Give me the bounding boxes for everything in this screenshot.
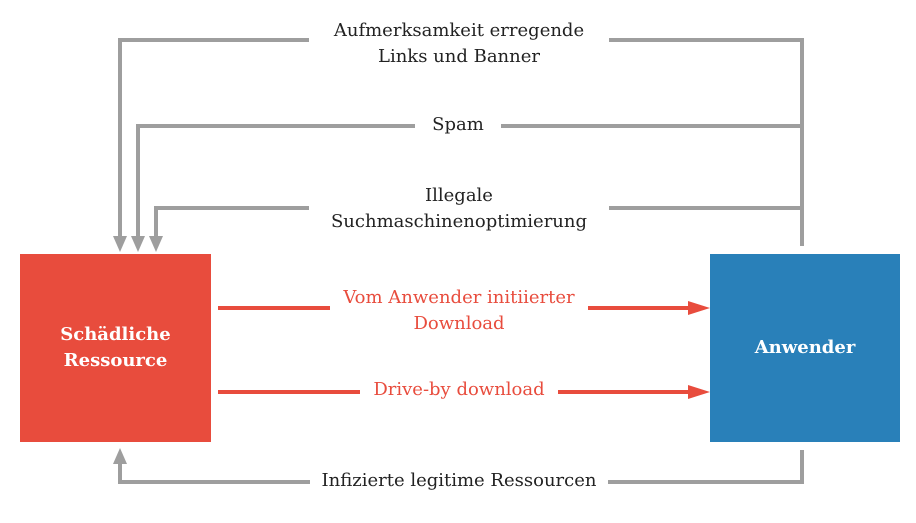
edge-label-infected-resources: Infizierte legitime Ressourcen <box>310 468 608 494</box>
arrowhead-user-initiated-download <box>688 301 710 315</box>
arrowhead-spam <box>131 236 145 252</box>
edge-label-illegal-seo: Illegale Suchmaschinenoptimierung <box>309 183 609 235</box>
connector-spam <box>136 124 802 238</box>
edge-label-drive-by-download: Drive-by download <box>360 377 558 403</box>
malicious-resource-label: Schädliche Ressource <box>60 324 171 371</box>
arrowhead-illegal-seo <box>149 236 163 252</box>
edge-label-spam: Spam <box>415 112 501 138</box>
malicious-resource-node: Schädliche Ressource <box>20 254 211 442</box>
edge-label-user-initiated-download: Vom Anwender initiierter Download <box>330 285 588 337</box>
arrowhead-links-banner <box>113 236 127 252</box>
edge-label-links-banner: Aufmerksamkeit erregende Links und Banne… <box>309 18 609 70</box>
arrowhead-drive-by-download <box>688 385 710 399</box>
user-label: Anwender <box>754 337 856 358</box>
arrowhead-infected-resources <box>113 448 127 464</box>
user-node: Anwender <box>710 254 900 442</box>
